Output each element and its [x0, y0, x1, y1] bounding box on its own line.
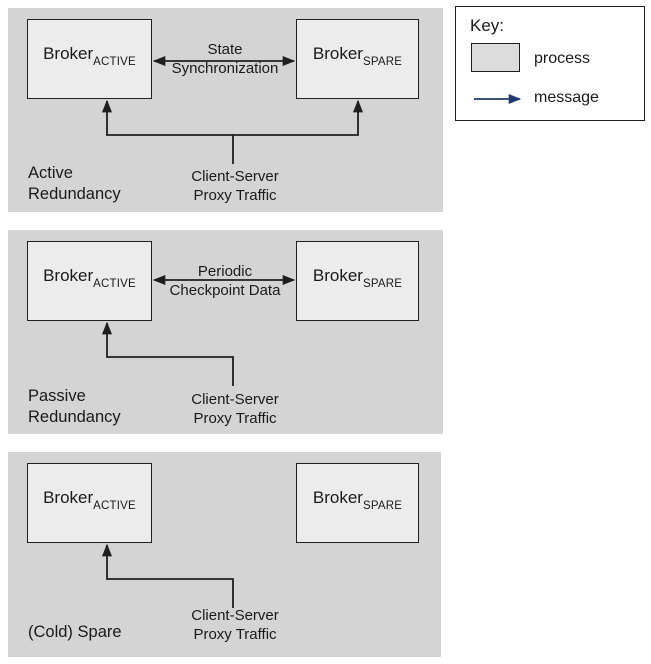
broker-spare-label: BrokerSPARE — [312, 44, 403, 68]
panel-title: Active Redundancy — [28, 164, 121, 203]
traffic-arrow-active — [101, 543, 234, 608]
panel-title: Passive Redundancy — [28, 387, 121, 426]
passive-redundancy-panel: BrokerACTIVE BrokerSPARE Periodic Checkp… — [8, 230, 443, 434]
traffic-arrow-spare — [233, 99, 364, 136]
traffic-arrow-active — [101, 321, 234, 386]
broker-spare-label: BrokerSPARE — [312, 266, 403, 290]
broker-active-box: BrokerACTIVE — [27, 241, 152, 321]
legend-key: Key: process message — [455, 6, 645, 121]
broker-active-label: BrokerACTIVE — [43, 44, 136, 68]
broker-spare-label: BrokerSPARE — [312, 488, 403, 512]
message-arrows — [101, 55, 364, 164]
key-title: Key: — [470, 16, 505, 35]
state-sync-label: State Synchronization — [171, 41, 279, 77]
cold-spare-panel: BrokerACTIVE BrokerSPARE Client-Server P… — [8, 452, 441, 657]
broker-active-box: BrokerACTIVE — [27, 463, 152, 543]
broker-spare-box: BrokerSPARE — [296, 19, 419, 99]
checkpoint-label: Periodic Checkpoint Data — [169, 263, 281, 299]
message-arrow-icon — [474, 93, 522, 105]
broker-spare-box: BrokerSPARE — [296, 463, 419, 543]
broker-active-box: BrokerACTIVE — [27, 19, 152, 99]
traffic-arrow-active — [101, 99, 234, 164]
active-redundancy-panel: BrokerACTIVE BrokerSPARE State Synchroni… — [8, 8, 443, 212]
broker-spare-box: BrokerSPARE — [296, 241, 419, 321]
message-label: message — [534, 89, 599, 106]
panel-title: (Cold) Spare — [28, 623, 122, 641]
traffic-label: Client-Server Proxy Traffic — [191, 168, 279, 204]
process-label: process — [534, 50, 591, 67]
broker-active-label: BrokerACTIVE — [43, 488, 136, 512]
broker-active-label: BrokerACTIVE — [43, 266, 136, 290]
traffic-label: Client-Server Proxy Traffic — [191, 607, 279, 643]
message-arrows — [101, 543, 234, 608]
process-swatch — [471, 43, 520, 72]
traffic-label: Client-Server Proxy Traffic — [191, 391, 279, 427]
message-arrows — [101, 274, 296, 386]
